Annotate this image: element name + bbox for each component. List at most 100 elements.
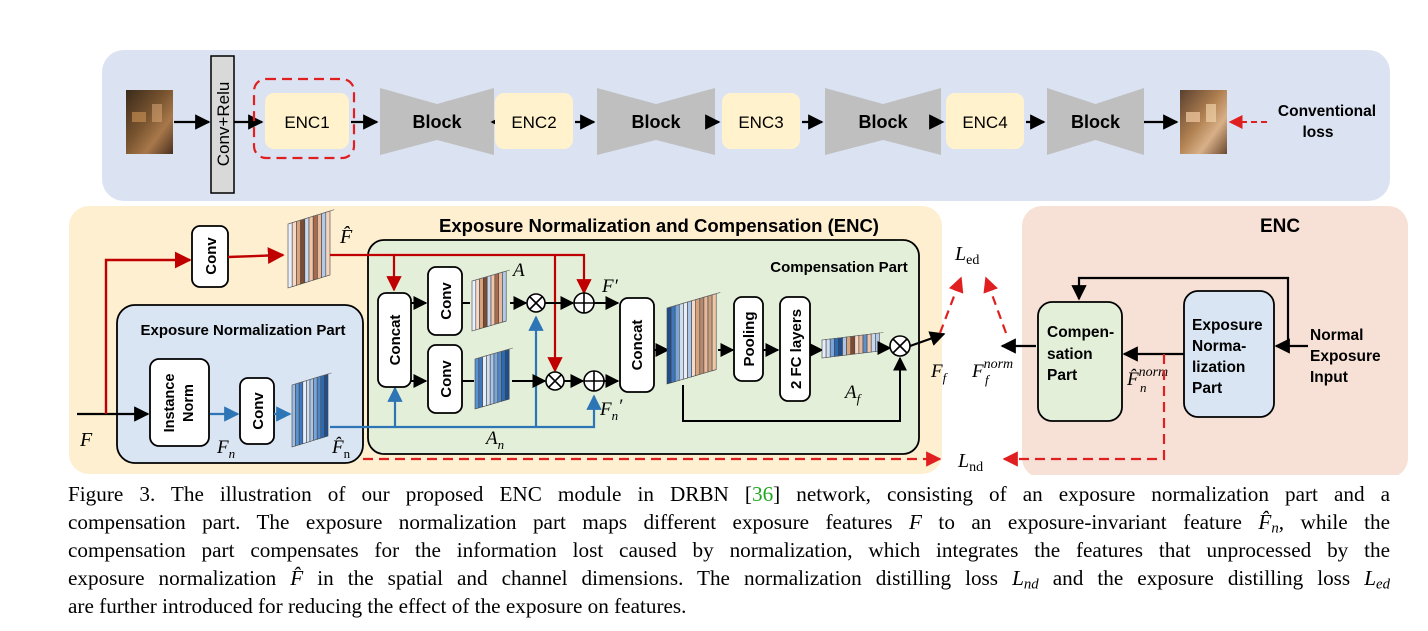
fn-norm-sub: n bbox=[1140, 380, 1147, 395]
feature-slice bbox=[304, 217, 310, 284]
feature-slice bbox=[858, 334, 864, 354]
a-feature-stack bbox=[471, 269, 511, 332]
svg-text:Pooling: Pooling bbox=[741, 312, 758, 367]
feature-slice bbox=[846, 336, 851, 356]
caption-line-5: are further introduced for reducing the … bbox=[68, 594, 687, 618]
multiply-op-bottom bbox=[545, 371, 565, 391]
feature-slice bbox=[321, 211, 327, 279]
feature-slice bbox=[313, 376, 318, 441]
feature-slice bbox=[316, 375, 322, 440]
stage-label: Block bbox=[1071, 112, 1121, 132]
feature-slice bbox=[679, 302, 684, 381]
conv-relu-label: Conv+Relu bbox=[214, 82, 233, 167]
feature-slice bbox=[479, 277, 484, 330]
feature-slice bbox=[308, 215, 314, 282]
feature-slice bbox=[825, 338, 831, 358]
feature-slice bbox=[306, 379, 311, 444]
feature-slice bbox=[821, 339, 827, 359]
conventional-loss-label-2: loss bbox=[1302, 124, 1333, 141]
feature-slice bbox=[501, 349, 506, 402]
af-label: Af bbox=[843, 382, 863, 406]
input-f-label: F bbox=[79, 429, 93, 451]
right-compensation-block: Compen- sation Part bbox=[1037, 301, 1123, 422]
feature-slice bbox=[320, 374, 325, 439]
feature-slice bbox=[707, 294, 713, 373]
svg-text:Exposure: Exposure bbox=[1192, 317, 1263, 334]
right-normalization-block: Exposure Norma- lization Part bbox=[1183, 290, 1275, 418]
feature-slice bbox=[494, 272, 499, 325]
feature-slice bbox=[674, 303, 680, 383]
block-stage-4: Block bbox=[597, 88, 715, 155]
fn-prime-label: Fn′ bbox=[599, 396, 623, 423]
feature-slice bbox=[300, 218, 306, 285]
stage-label: ENC2 bbox=[511, 113, 556, 132]
feature-slice bbox=[317, 213, 322, 280]
conv-a-block: Conv bbox=[427, 266, 463, 336]
feature-slice bbox=[287, 222, 293, 289]
l-nd-label: Lnd bbox=[957, 450, 983, 475]
normal-exposure-input-3: Input bbox=[1310, 369, 1348, 386]
feature-slice bbox=[502, 270, 507, 323]
svg-text:Conv: Conv bbox=[438, 282, 455, 320]
an-label: An bbox=[484, 428, 504, 452]
stage-label: Block bbox=[631, 112, 681, 132]
feature-slice bbox=[498, 271, 503, 324]
a-label: A bbox=[511, 260, 525, 281]
conv-an-block: Conv bbox=[427, 344, 463, 414]
feature-slice bbox=[703, 295, 709, 374]
concat-block-1: Concat bbox=[377, 292, 412, 388]
feature-slice bbox=[325, 210, 331, 277]
enc-stage-3: ENC2 bbox=[495, 93, 573, 149]
feature-slice bbox=[497, 350, 502, 403]
feature-slice bbox=[866, 333, 872, 353]
feature-slice bbox=[296, 219, 301, 286]
fn-hat-label: F̂n bbox=[331, 437, 351, 461]
svg-text:Instance: Instance bbox=[162, 374, 178, 433]
svg-text:Concat: Concat bbox=[387, 315, 404, 366]
feature-slice bbox=[324, 373, 329, 438]
conv-relu-block: Conv+Relu bbox=[210, 55, 235, 194]
svg-text:lization: lization bbox=[1192, 359, 1245, 376]
enc1-highlight bbox=[252, 77, 356, 160]
svg-text:Norma-: Norma- bbox=[1192, 338, 1246, 355]
fn-hat-feature-stack bbox=[291, 372, 332, 448]
feature-slice bbox=[474, 357, 480, 410]
reference-link[interactable]: 36 bbox=[751, 482, 774, 506]
caption-line-2: compensation part. The exposure normaliz… bbox=[68, 510, 1390, 537]
svg-text:sation: sation bbox=[1047, 346, 1093, 363]
feature-slice bbox=[490, 274, 496, 326]
feature-slice bbox=[295, 382, 300, 447]
feature-slice bbox=[711, 293, 717, 372]
feature-slice-top bbox=[287, 209, 335, 225]
conventional-loss-label-1: Conventional bbox=[1278, 103, 1376, 120]
feature-slice bbox=[850, 335, 856, 355]
conv-top-block: Conv bbox=[191, 225, 229, 288]
feature-slice bbox=[482, 355, 487, 408]
compensation-part-title: Compensation Part bbox=[770, 259, 908, 276]
feature-slice bbox=[298, 381, 304, 446]
feature-slice bbox=[862, 334, 868, 354]
svg-text:Compen-: Compen- bbox=[1047, 324, 1114, 341]
feature-slice bbox=[695, 297, 701, 377]
feature-slice bbox=[687, 300, 692, 379]
ff-norm-label: Fnorm bbox=[971, 357, 1013, 382]
feature-slice bbox=[829, 338, 835, 358]
normalization-part-title: Exposure Normalization Part bbox=[140, 322, 345, 339]
block-stage-2: Block bbox=[380, 88, 494, 155]
svg-text:2 FC layers: 2 FC layers bbox=[788, 309, 805, 389]
svg-text:Part: Part bbox=[1047, 367, 1077, 384]
feature-slice bbox=[486, 275, 492, 327]
normal-exposure-input-1: Normal bbox=[1310, 327, 1363, 344]
feature-slice bbox=[489, 353, 495, 405]
stage-label: Block bbox=[412, 112, 462, 132]
feature-slice bbox=[838, 337, 843, 357]
fn-norm-label: F̂norm bbox=[1126, 365, 1168, 390]
svg-text:Concat: Concat bbox=[629, 320, 646, 371]
stage-label: ENC3 bbox=[738, 113, 783, 132]
normal-exposure-input-2: Exposure bbox=[1310, 348, 1381, 365]
concat-block-2: Concat bbox=[619, 297, 655, 393]
output-image bbox=[1180, 90, 1227, 154]
instance-norm-block: Instance Norm bbox=[149, 358, 210, 447]
enc-stage-5: ENC3 bbox=[722, 93, 800, 149]
stage-label: ENC1 bbox=[284, 113, 329, 132]
